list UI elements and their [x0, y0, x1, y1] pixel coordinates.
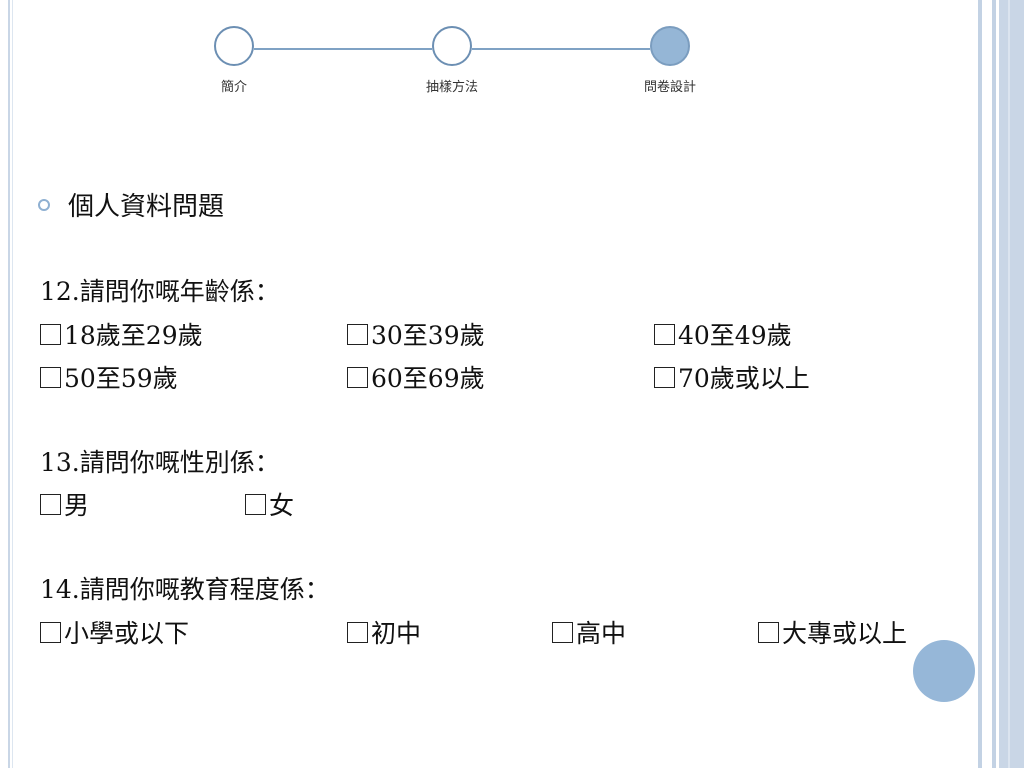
education-option-junior-secondary[interactable]: 初中 — [347, 614, 421, 650]
option-label: 30至39歲 — [371, 321, 485, 350]
option-label: 18歲至29歲 — [64, 321, 203, 350]
option-label: 男 — [64, 491, 90, 520]
age-option-70-plus[interactable]: 70歲或以上 — [654, 359, 810, 395]
checkbox-icon[interactable] — [552, 621, 573, 643]
step-intro[interactable]: 簡介 — [212, 26, 256, 95]
checkbox-icon[interactable] — [40, 493, 61, 515]
ring-bullet-icon — [38, 198, 50, 211]
section-heading-row: 個人資料問題 — [38, 186, 224, 223]
step-questionnaire-design[interactable]: 問卷設計 — [644, 26, 696, 95]
education-option-tertiary[interactable]: 大專或以上 — [758, 614, 907, 650]
option-label: 60至69歲 — [371, 364, 485, 393]
age-option-30-39[interactable]: 30至39歲 — [347, 316, 485, 352]
step-label: 問卷設計 — [643, 80, 697, 95]
step-circle-icon — [214, 26, 254, 66]
option-label: 小學或以下 — [64, 619, 190, 648]
checkbox-icon[interactable] — [347, 621, 368, 643]
progress-tracker: 簡介 抽樣方法 問卷設計 — [212, 26, 696, 96]
gender-option-female[interactable]: 女 — [245, 486, 294, 522]
checkbox-icon[interactable] — [654, 366, 675, 388]
checkbox-icon[interactable] — [40, 323, 61, 345]
checkbox-icon[interactable] — [40, 621, 61, 643]
age-option-50-59[interactable]: 50至59歲 — [40, 359, 178, 395]
step-circle-active-icon — [650, 26, 690, 66]
checkbox-icon[interactable] — [347, 323, 368, 345]
checkbox-icon[interactable] — [245, 493, 266, 515]
question-title-education: 14.請問你嘅教育程度係： — [40, 575, 330, 604]
gender-option-male[interactable]: 男 — [40, 486, 89, 522]
checkbox-icon[interactable] — [40, 366, 61, 388]
left-border-line — [8, 0, 10, 768]
tracker-connector — [472, 48, 650, 50]
option-label: 初中 — [371, 619, 422, 648]
education-option-primary[interactable]: 小學或以下 — [40, 614, 189, 650]
question-title-age: 12.請問你嘅年齡係： — [40, 277, 280, 306]
left-border-line-inner — [12, 0, 13, 768]
question-title-gender: 13.請問你嘅性別係： — [40, 448, 280, 477]
step-circle-icon — [432, 26, 472, 66]
checkbox-icon[interactable] — [654, 323, 675, 345]
option-label: 大專或以上 — [782, 619, 908, 648]
option-label: 50至59歲 — [64, 364, 178, 393]
option-label: 女 — [269, 491, 295, 520]
step-label: 簡介 — [220, 80, 248, 95]
option-label: 40至49歲 — [678, 321, 792, 350]
age-option-40-49[interactable]: 40至49歲 — [654, 316, 792, 352]
right-decor-stripes — [978, 0, 1024, 768]
step-label: 抽樣方法 — [425, 80, 479, 95]
tracker-connector — [254, 48, 432, 50]
decorative-circle — [913, 640, 975, 702]
option-label: 高中 — [576, 619, 627, 648]
checkbox-icon[interactable] — [758, 621, 779, 643]
step-sampling-method[interactable]: 抽樣方法 — [426, 26, 478, 95]
education-option-senior-secondary[interactable]: 高中 — [552, 614, 626, 650]
age-option-18-29[interactable]: 18歲至29歲 — [40, 316, 203, 352]
option-label: 70歲或以上 — [678, 364, 810, 393]
age-option-60-69[interactable]: 60至69歲 — [347, 359, 485, 395]
section-heading: 個人資料問題 — [68, 192, 225, 222]
checkbox-icon[interactable] — [347, 366, 368, 388]
